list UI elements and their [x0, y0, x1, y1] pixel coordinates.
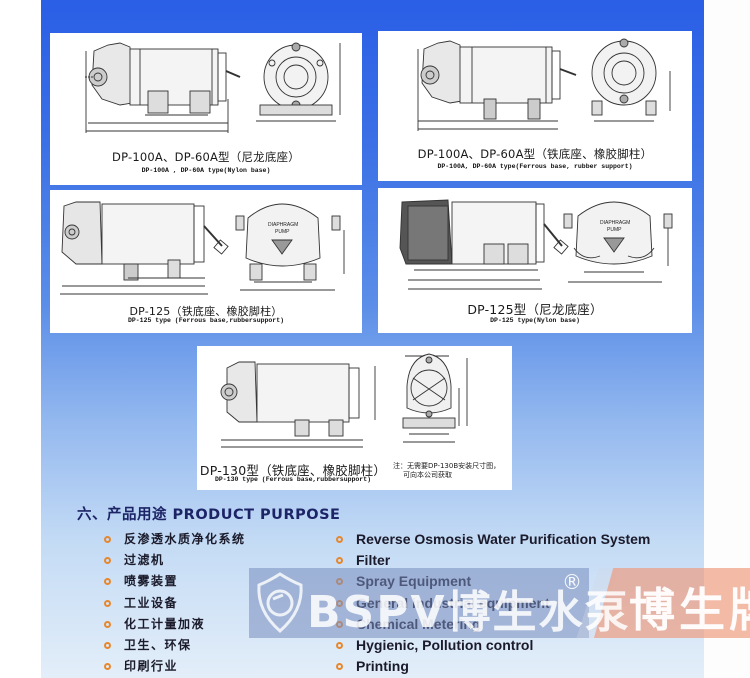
list-item: 反渗透水质净化系统 — [104, 529, 246, 550]
list-item: General industrial equipment — [336, 593, 650, 614]
bullet-icon — [104, 641, 111, 649]
svg-text:PUMP: PUMP — [275, 229, 290, 235]
drawing-title-en: DP-125 type (Ferrous base,rubbersupport) — [127, 317, 285, 324]
drawing-title-en: DP-100A, DP-60A type(Ferrous base, rubbe… — [437, 163, 633, 170]
list-item: Chemical Metering — [336, 614, 650, 635]
purpose-list-en: Reverse Osmosis Water Purification Syste… — [336, 529, 650, 677]
drawing-panel-dp125-ferrous: DIAPHRAGM PUMP DP-125（铁底座、橡胶脚柱） DP-125 t… — [50, 190, 362, 333]
page-margin — [704, 0, 750, 678]
svg-text:DIAPHRAGM: DIAPHRAGM — [268, 222, 298, 228]
svg-text:PUMP: PUMP — [607, 227, 622, 233]
drawing-title-en: DP-125 type(Nylon base) — [490, 317, 580, 324]
pump-side-view-drawing: DIAPHRAGM PUMP — [399, 199, 673, 290]
purpose-list-cn: 反渗透水质净化系统 过滤机 喷雾装置 工业设备 化工计量加液 卫生、环保 印刷行… — [104, 529, 246, 677]
bullet-icon — [104, 578, 111, 586]
drawing-panel-dp125-nylon: DIAPHRAGM PUMP DP-125型（尼龙底座） DP-125 type… — [378, 188, 692, 333]
list-item: Spray Equipment — [336, 571, 650, 592]
bullet-icon — [336, 536, 343, 543]
list-item: Filter — [336, 550, 650, 571]
drawing-panel-dp130-ferrous: DP-130型（铁底座、橡胶脚柱） DP-130 type (Ferrous b… — [197, 346, 512, 490]
drawing-title-cn: DP-100A、DP-60A型（尼龙底座） — [112, 150, 300, 164]
list-item: Printing — [336, 656, 650, 677]
section-title-product-purpose: 六、产品用途 PRODUCT PURPOSE — [77, 507, 341, 523]
bullet-icon — [104, 557, 111, 565]
bullet-icon — [104, 663, 111, 671]
bullet-icon — [336, 557, 343, 565]
list-item: Hygienic, Pollution control — [336, 635, 650, 656]
bullet-icon — [336, 620, 343, 628]
list-item: 过滤机 — [104, 550, 246, 571]
note-line-1: 注：无需要DP-130B安装尺寸图， — [393, 462, 501, 470]
list-item: 印刷行业 — [104, 656, 246, 677]
bullet-icon — [336, 663, 343, 671]
bullet-icon — [104, 620, 111, 628]
drawing-title-cn: DP-125（铁底座、橡胶脚柱） — [129, 305, 283, 318]
bullet-icon — [336, 641, 343, 649]
drawing-title-cn: DP-130型（铁底座、橡胶脚柱） — [199, 463, 387, 478]
list-item: 化工计量加液 — [104, 614, 246, 635]
drawing-title-cn: DP-125型（尼龙底座） — [467, 302, 603, 317]
pump-side-view-drawing — [85, 42, 341, 133]
drawing-panel-dp100a-nylon: DP-100A、DP-60A型（尼龙底座） DP-100A , DP-60A t… — [50, 33, 362, 185]
pump-side-view-drawing — [417, 38, 671, 131]
note-line-2: 可向本公司获取 — [403, 471, 452, 479]
drawing-panel-dp100a-ferrous: DP-100A、DP-60A型（铁底座、橡胶脚柱） DP-100A, DP-60… — [378, 31, 692, 181]
drawing-note: 注：无需要DP-130B安装尺寸图， 可向本公司获取 — [393, 462, 500, 480]
pump-side-view-drawing — [220, 353, 468, 448]
bullet-icon — [336, 599, 343, 607]
list-item: 喷雾装置 — [104, 571, 246, 592]
bullet-icon — [104, 599, 111, 607]
svg-text:DIAPHRAGM: DIAPHRAGM — [600, 220, 630, 226]
drawing-title-en: DP-130 type (Ferrous base,rubbersupport) — [214, 476, 372, 483]
list-item: 工业设备 — [104, 593, 246, 614]
bullet-icon — [104, 536, 111, 543]
drawing-title-cn: DP-100A、DP-60A型（铁底座、橡胶脚柱） — [417, 147, 653, 161]
drawing-title-en: DP-100A , DP-60A type(Nylon base) — [141, 167, 271, 174]
list-item: 卫生、环保 — [104, 635, 246, 656]
pump-side-view-drawing: DIAPHRAGM PUMP — [60, 201, 345, 295]
list-item: Reverse Osmosis Water Purification Syste… — [336, 529, 650, 550]
